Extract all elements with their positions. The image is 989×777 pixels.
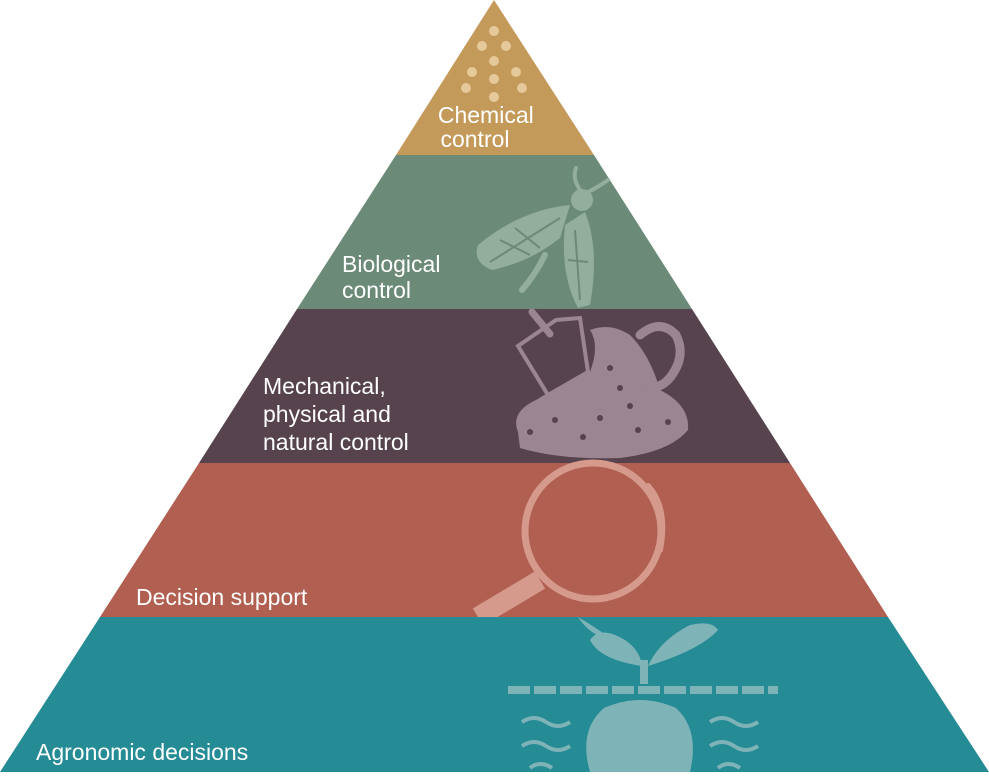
- tier-chemical: Chemical control: [396, 0, 594, 155]
- insect-wing-veins: [489, 217, 589, 301]
- tier-mechanical-line-1: Mechanical,: [263, 373, 386, 399]
- tier-biological-line-1: Biological: [342, 251, 440, 277]
- earthworm: [635, 322, 685, 391]
- magnifying-glass-icon: [472, 459, 666, 626]
- tier-biological-line-2: control: [342, 277, 411, 303]
- tier-agronomic: Agronomic decisions: [0, 617, 989, 772]
- tier-decision: Decision support: [100, 459, 888, 626]
- tier-mechanical: Mechanical, physical and natural control: [199, 308, 790, 463]
- soil-mound: [516, 326, 689, 459]
- tier-mechanical-label: Mechanical, physical and natural control: [263, 373, 409, 455]
- tier-chemical-line-2: control: [440, 126, 509, 152]
- tier-mechanical-line-2: physical and: [263, 401, 391, 427]
- tier-biological: Biological control: [297, 155, 692, 309]
- tier-decision-label: Decision support: [136, 584, 308, 610]
- tier-chemical-label: Chemical control: [438, 102, 540, 152]
- plant-root-icon: [508, 617, 778, 772]
- beneficial-insect-icon: [476, 166, 610, 308]
- spray-droplets-icon: [461, 26, 527, 102]
- tier-mechanical-line-3: natural control: [263, 429, 409, 455]
- tier-chemical-line-1: Chemical: [438, 102, 534, 128]
- tier-decision-band: [100, 463, 888, 617]
- tier-agronomic-label: Agronomic decisions: [36, 739, 248, 765]
- shovel-soil-worm-icon: [515, 308, 689, 459]
- shovel-blade: [515, 315, 591, 398]
- tier-biological-label: Biological control: [342, 251, 447, 303]
- tier-agronomic-band: [0, 617, 989, 772]
